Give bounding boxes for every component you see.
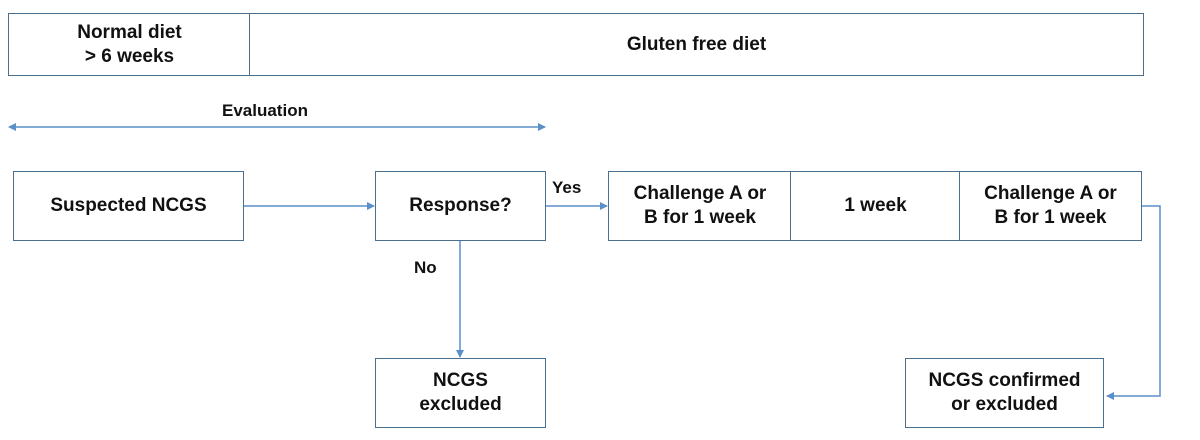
challenge-1-box: Challenge A or B for 1 week <box>608 171 792 241</box>
response-box: Response? <box>375 171 546 241</box>
challenge-1-line-2: B for 1 week <box>644 207 756 228</box>
ncgs-excluded-box: NCGS excluded <box>375 358 546 428</box>
ncgs-outcome-line-2: or excluded <box>951 394 1058 415</box>
yes-label: Yes <box>552 178 582 197</box>
challenge-2-line-1: Challenge A or <box>984 183 1117 204</box>
response-label: Response? <box>409 195 512 216</box>
evaluation-label: Evaluation <box>222 101 308 120</box>
challenge-2-box: Challenge A or B for 1 week <box>959 171 1142 241</box>
ncgs-excluded-line-1: NCGS <box>433 370 488 391</box>
normal-diet-duration: > 6 weeks <box>84 45 175 67</box>
washout-label: 1 week <box>844 195 907 216</box>
no-label: No <box>414 258 437 277</box>
challenge-1-line-1: Challenge A or <box>633 183 767 204</box>
normal-diet-label: Normal diet <box>77 21 182 43</box>
gluten-free-diet-label: Gluten free diet <box>626 33 767 55</box>
challenge-to-outcome-arrow <box>1106 205 1161 400</box>
gluten-free-diet-box: Gluten free diet <box>249 13 1144 76</box>
suspected-ncgs-label: Suspected NCGS <box>50 195 207 216</box>
ncgs-outcome-box: NCGS confirmed or excluded <box>905 358 1104 428</box>
ncgs-outcome-line-1: NCGS confirmed <box>928 370 1081 391</box>
suspected-ncgs-box: Suspected NCGS <box>13 171 244 241</box>
ncgs-excluded-line-2: excluded <box>419 394 502 415</box>
challenge-2-line-2: B for 1 week <box>994 207 1107 228</box>
washout-box: 1 week <box>790 171 961 241</box>
normal-diet-box: Normal diet > 6 weeks <box>8 13 251 76</box>
